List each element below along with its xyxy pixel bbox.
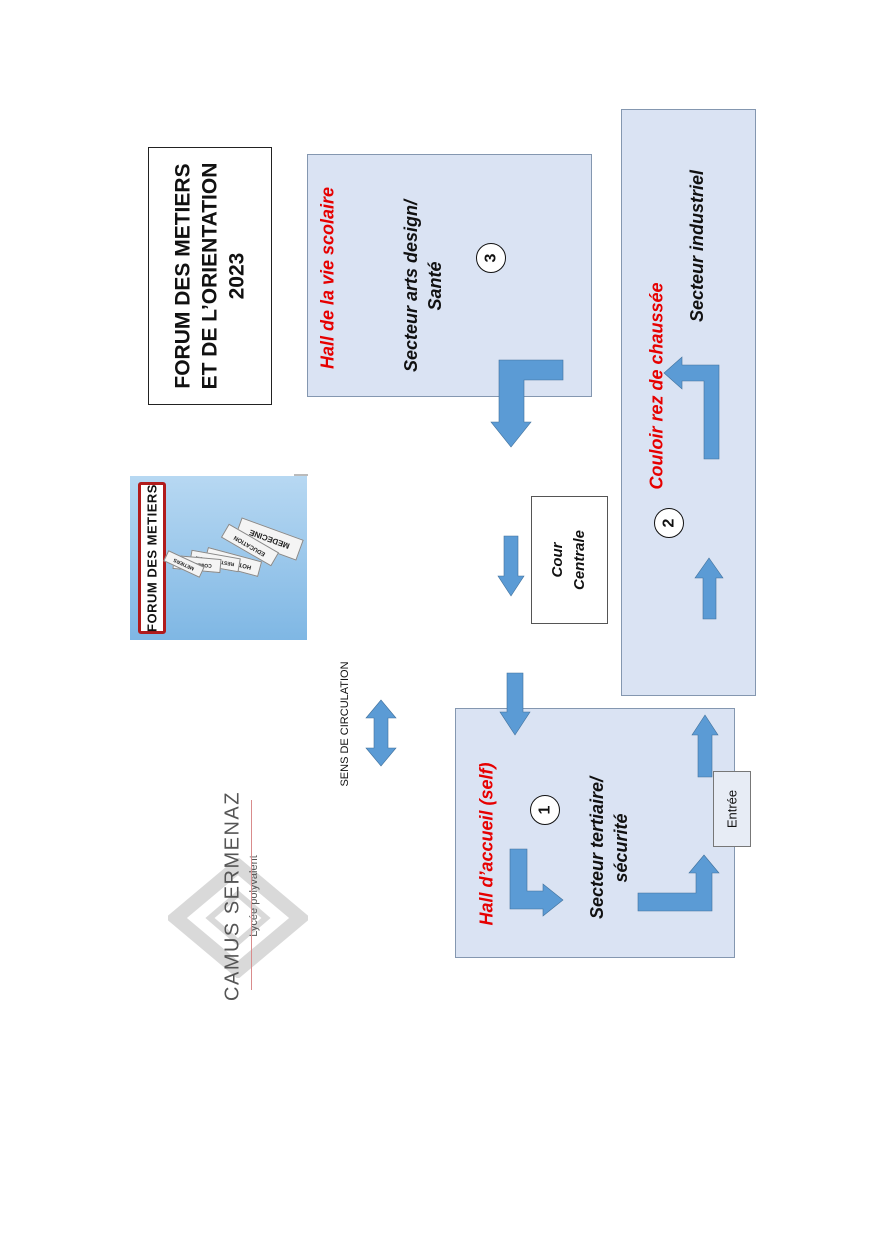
arrow-down-cour-icon (498, 536, 524, 596)
arrow-up-entree-icon (692, 715, 718, 777)
arrow-up-couloir-icon (695, 558, 723, 619)
arrow-accueil-bottom-bent-icon (638, 855, 719, 911)
arrow-vie-scolaire-bent-icon (491, 360, 563, 447)
arrow-down-accueil-icon (500, 673, 530, 735)
arrow-couloir-bent-icon (664, 357, 719, 459)
arrow-accueil-inner-bent-icon (510, 849, 563, 916)
double-arrow-legend-icon (366, 700, 396, 766)
